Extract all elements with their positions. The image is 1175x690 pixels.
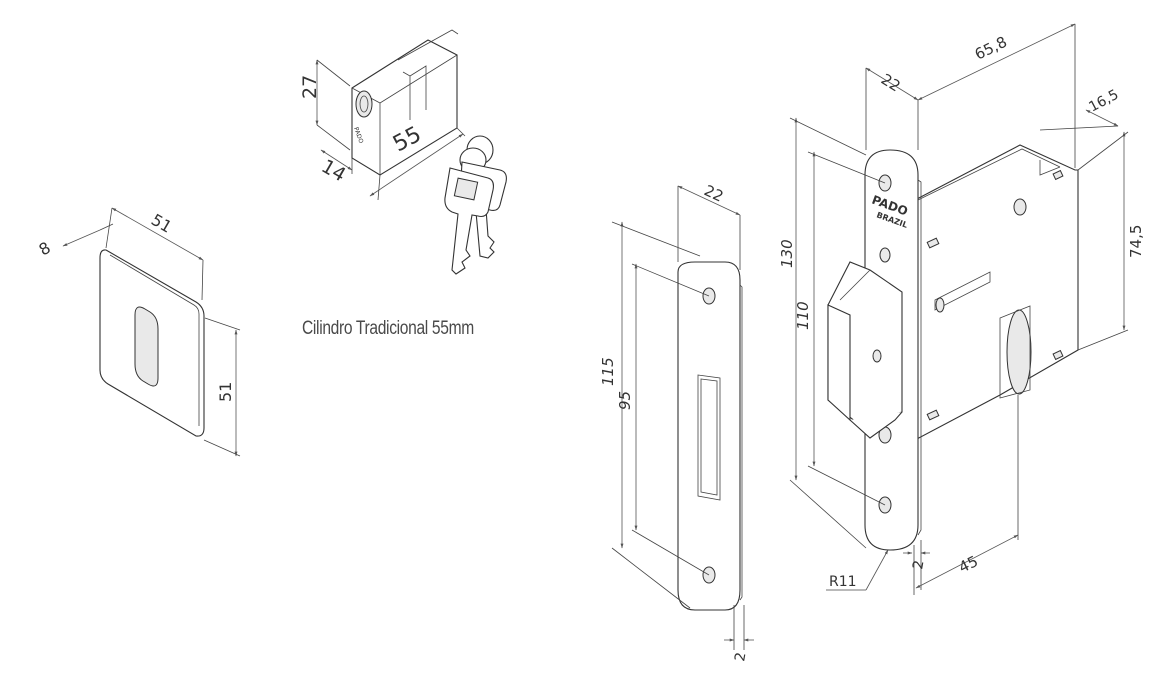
radius-label: R11	[829, 574, 857, 590]
spindle-hole	[1006, 309, 1032, 395]
square-rosette: 51 8 51	[36, 207, 241, 457]
rosette-width-label: 51	[148, 210, 175, 237]
mortise-lock: PADO BRAZIL 22	[778, 23, 1145, 595]
keys-icon	[444, 135, 507, 275]
backset-offset-label: 16,5	[1086, 87, 1121, 116]
cylinder-keyway	[355, 90, 373, 118]
euro-cylinder: PADO 27 14 55	[299, 29, 466, 201]
faceplate-height-label: 130	[778, 239, 796, 268]
faceplate-width-label: 22	[878, 70, 904, 95]
strike-height-label: 115	[599, 357, 617, 386]
strike-hole-spacing-label: 95	[616, 391, 634, 410]
body-height-label: 74,5	[1127, 225, 1145, 258]
rosette-depth-label: 8	[36, 238, 54, 260]
cylinder-depth-label: 14	[318, 155, 350, 186]
rosette-height-label: 51	[216, 382, 235, 402]
backset-label: 45	[956, 552, 981, 577]
strike-plate: 22 115 95 2	[599, 181, 754, 663]
cylinder-height-label: 27	[299, 75, 321, 99]
strike-width-label: 22	[701, 181, 726, 205]
hole-spacing-label: 110	[794, 301, 812, 330]
strike-thickness-label: 2	[732, 651, 749, 663]
latch-bolt	[827, 261, 903, 439]
rosette-keyhole	[134, 306, 159, 387]
cylinder-caption: Cilindro Tradicional 55mm	[302, 318, 474, 339]
case-hole	[1013, 198, 1027, 216]
body-width-label: 65,8	[972, 33, 1010, 64]
lock-thickness-label: 2	[910, 559, 927, 571]
